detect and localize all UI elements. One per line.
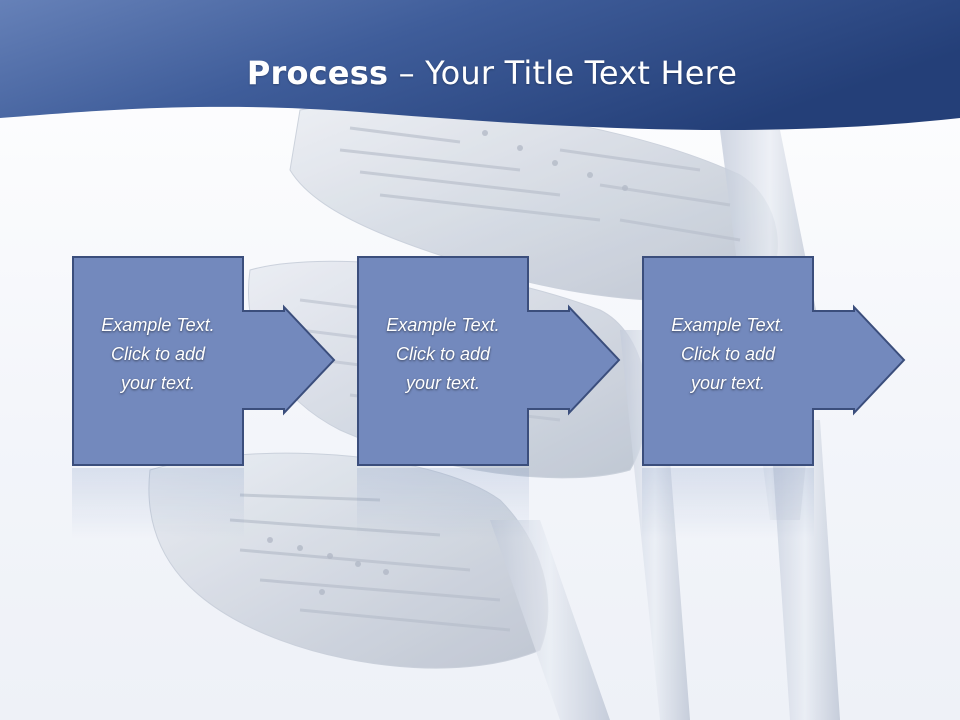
process-step-1[interactable]: Example Text. Click to add your text.	[72, 256, 336, 466]
step-text-line: Example Text.	[101, 315, 215, 335]
step-text: Example Text. Click to add your text.	[642, 311, 814, 398]
step-arrow-shape	[642, 256, 906, 466]
step-reflection	[357, 468, 529, 538]
step-text-line: Click to add	[110, 344, 206, 364]
step-reflection	[72, 468, 244, 538]
step-text: Example Text. Click to add your text.	[357, 311, 529, 398]
step-text-line: Click to add	[680, 344, 776, 364]
title-bold: Process	[246, 54, 389, 92]
title-rest: – Your Title Text Here	[388, 54, 738, 92]
step-reflection	[642, 468, 814, 538]
step-text-line: your text.	[120, 373, 196, 393]
process-step-3[interactable]: Example Text. Click to add your text.	[642, 256, 906, 466]
step-text: Example Text. Click to add your text.	[72, 311, 244, 398]
process-step-2[interactable]: Example Text. Click to add your text.	[357, 256, 621, 466]
slide-title[interactable]: Process – Your Title Text Here	[0, 54, 960, 92]
step-text-line: Example Text.	[386, 315, 500, 335]
step-text-line: Click to add	[395, 344, 491, 364]
step-text-line: your text.	[405, 373, 481, 393]
step-text-line: Example Text.	[671, 315, 785, 335]
step-arrow-shape	[72, 256, 336, 466]
header-band	[0, 0, 960, 131]
step-arrow-shape	[357, 256, 621, 466]
step-text-line: your text.	[690, 373, 766, 393]
